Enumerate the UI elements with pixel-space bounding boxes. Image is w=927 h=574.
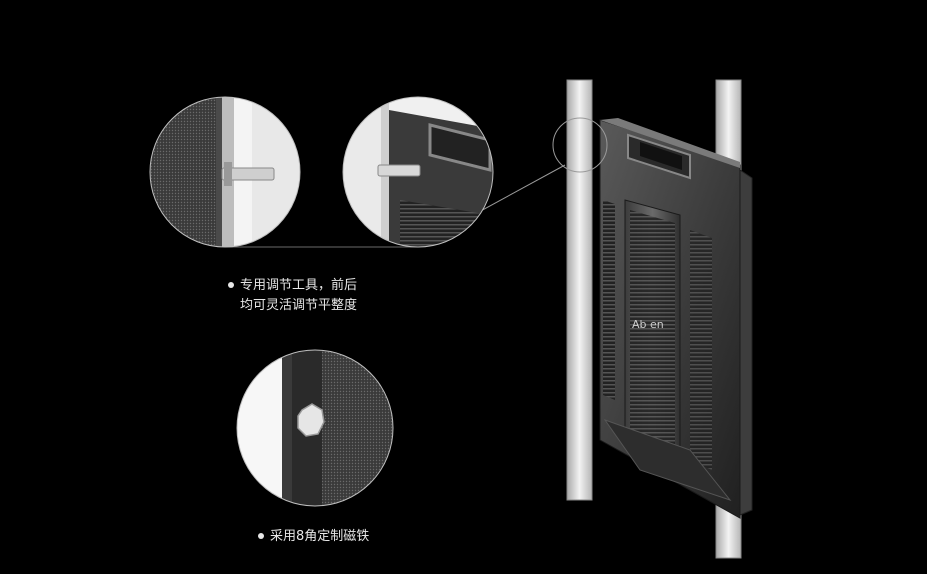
detail-circle-cabinet-back [343,97,493,247]
bullet-dot [258,532,264,539]
detail-circle-magnet [237,350,393,506]
callout-1-line-1: 专用调节工具，前后 [240,278,358,293]
callout-magnet: 采用8角定制磁铁 [258,527,369,547]
octagon-magnet-shape [297,403,325,437]
brand-mark: Ab en [632,318,664,331]
callout-1-line-2: 均可灵活调节平整度 [240,298,358,313]
led-cabinet-assembly: Ab en [552,79,753,559]
bullet-dot [228,281,234,288]
callout-2-line-1: 采用8角定制磁铁 [270,529,370,544]
detail-circle-module-edge [150,97,300,247]
callout-adjust-tool: 专用调节工具，前后 均可灵活调节平整度 [228,276,357,316]
zoom-indicator-circle [552,117,608,173]
left-post [566,79,593,501]
